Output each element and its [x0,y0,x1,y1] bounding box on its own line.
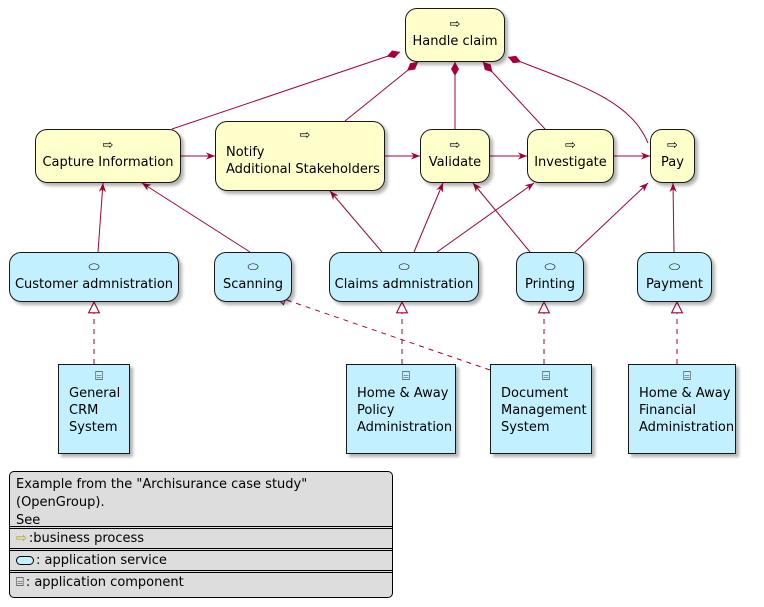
process-arrow-icon: ⇨ [299,128,311,143]
realization-edge [275,296,491,371]
process-label: Handle claim [412,34,498,49]
process-arrow-icon: ⇨ [565,138,576,153]
service-label: Customer admnistration [14,277,174,292]
component-icon: ⌸ [542,369,550,384]
serving-edge [669,182,677,253]
process-notify[interactable]: ⇨ Notify Additional Stakeholders [215,121,385,191]
serving-edge [141,182,251,253]
serving-edge [413,182,444,253]
legend-label: : application service [36,553,167,568]
process-label: Notify [226,145,265,160]
legend: Example from the "Archisurance case stud… [9,471,393,598]
service-pill-icon: ⬭ [544,260,556,275]
component-label: Administration [357,420,453,435]
component-financial-administration[interactable]: ⌸ Home & Away Financial Administration [628,364,736,454]
process-arrow-icon: ⇨ [449,138,461,153]
service-pill-icon: ⬭ [247,260,259,275]
composition-edge [482,61,546,130]
composition-edge [344,61,419,122]
legend-row-service: : application service [10,548,392,570]
legend-note-line: See [16,513,41,528]
component-icon: ⌸ [16,575,24,590]
component-icon: ⌸ [95,369,103,384]
service-scanning[interactable]: ⬭ Scanning [214,252,292,302]
component-label: CRM [69,403,99,418]
service-pill-icon [16,556,34,565]
process-arrow-icon: ⇨ [16,531,27,546]
component-label: Financial [639,403,696,418]
component-document-management[interactable]: ⌸ Document Management System [490,364,592,454]
service-payment[interactable]: ⬭ Payment [637,252,712,302]
component-label: System [501,420,550,435]
service-label: Scanning [223,277,283,292]
service-printing[interactable]: ⬭ Printing [516,252,584,302]
component-label: General [69,386,121,401]
component-label: System [69,420,118,435]
service-customer-administration[interactable]: ⬭ Customer admnistration [9,252,179,302]
process-validate[interactable]: ⇨ Validate [420,129,490,183]
component-label: Administration [639,420,735,435]
component-general-crm[interactable]: ⌸ General CRM System [58,364,130,454]
component-icon: ⌸ [683,369,691,384]
service-label: Claims admnistration [334,277,474,292]
process-arrow-icon: ⇨ [667,138,678,153]
service-pill-icon: ⬭ [88,260,100,275]
process-pay[interactable]: ⇨ Pay [650,129,695,183]
legend-row-component: ⌸ : application component [10,570,392,592]
process-arrow-icon: ⇨ [449,17,461,32]
service-label: Printing [524,277,575,292]
process-label: Validate [428,155,482,170]
component-label: Management [501,403,587,418]
legend-label: :business process [28,531,145,546]
process-label: Investigate [534,155,607,170]
serving-edge [329,190,383,253]
legend-label: : application component [25,575,184,590]
service-claims-administration[interactable]: ⬭ Claims admnistration [329,252,479,302]
process-handle-claim[interactable]: ⇨ Handle claim [405,8,505,62]
process-label: Pay [661,155,684,170]
process-label: Additional Stakeholders [226,162,380,177]
service-pill-icon: ⬭ [398,260,410,275]
legend-row-process: ⇨ :business process [10,526,392,548]
composition-edge [507,55,649,144]
component-icon: ⌸ [402,369,410,384]
composition-edge [171,50,401,130]
component-policy-administration[interactable]: ⌸ Home & Away Policy Administration [346,364,456,454]
process-investigate[interactable]: ⇨ Investigate [527,129,614,183]
component-label: Policy [357,403,395,418]
serving-edge [472,182,531,253]
service-pill-icon: ⬭ [668,260,681,275]
legend-note-line: Example from the "Archisurance case stud… [16,477,308,510]
process-arrow-icon: ⇨ [102,138,114,153]
process-capture-information[interactable]: ⇨ Capture Information [35,129,181,183]
legend-note: Example from the "Archisurance case stud… [10,472,392,528]
component-label: Home & Away [357,386,449,401]
component-label: Home & Away [639,386,731,401]
process-label: Capture Information [42,155,174,170]
component-label: Document [501,386,569,401]
serving-edge [574,182,649,253]
service-label: Payment [646,277,703,292]
serving-edge [436,182,535,253]
serving-edge [97,182,106,253]
